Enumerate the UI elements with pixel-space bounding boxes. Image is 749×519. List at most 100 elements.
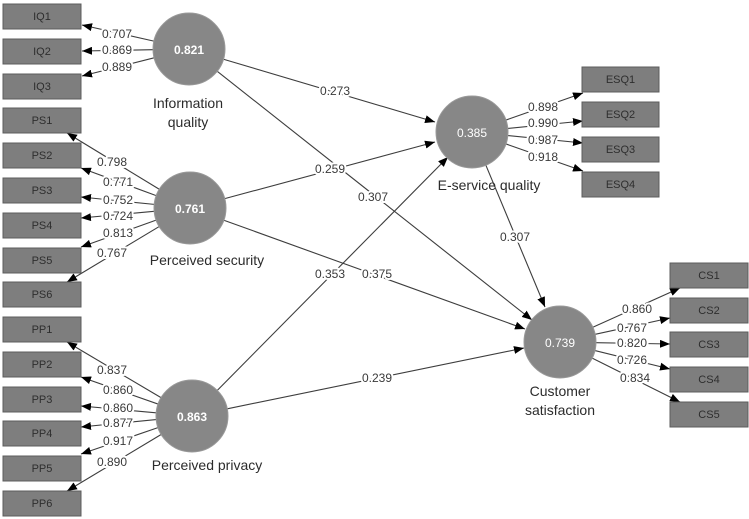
- construct-name-line: Information: [153, 95, 223, 111]
- indicator-box[interactable]: [2, 351, 82, 378]
- indicator-pp4[interactable]: PP4: [2, 420, 82, 447]
- indicator-pp2[interactable]: PP2: [2, 351, 82, 378]
- outer-loading-pp3: 0.860: [103, 401, 133, 415]
- construct-esq[interactable]: 0.385: [435, 95, 509, 169]
- construct-circle[interactable]: [435, 95, 509, 169]
- loading-arrow-ps3: [80, 194, 155, 205]
- path-arrow-esq-to-cs: [485, 165, 546, 308]
- construct-circle[interactable]: [153, 171, 227, 245]
- outer-loading-esq1: 0.898: [528, 100, 558, 114]
- indicator-box[interactable]: [2, 142, 82, 169]
- outer-loading-cs3: 0.820: [617, 336, 647, 350]
- outer-loading-ps1: 0.798: [97, 155, 127, 169]
- indicator-box[interactable]: [2, 316, 82, 343]
- indicator-ps6[interactable]: PS6: [2, 281, 82, 308]
- loading-arrow-ps5: [80, 219, 157, 248]
- indicator-cs5[interactable]: CS5: [669, 401, 749, 428]
- outer-loading-cs2: 0.767: [617, 321, 647, 335]
- indicator-box[interactable]: [669, 366, 749, 393]
- indicator-box[interactable]: [581, 101, 660, 128]
- outer-loading-iq1: 0.707: [102, 27, 132, 41]
- indicator-ps2[interactable]: PS2: [2, 142, 82, 169]
- indicator-iq1[interactable]: IQ1: [2, 3, 82, 30]
- indicator-esq4[interactable]: ESQ4: [581, 171, 660, 198]
- indicator-ps5[interactable]: PS5: [2, 247, 82, 274]
- construct-circle[interactable]: [155, 379, 229, 453]
- indicator-box[interactable]: [669, 262, 749, 289]
- indicator-label: PS1: [32, 115, 53, 127]
- indicator-label: IQ3: [33, 81, 51, 93]
- outer-loading-cs1: 0.860: [622, 302, 652, 316]
- indicator-ps1[interactable]: PS1: [2, 107, 82, 134]
- indicator-pp6[interactable]: PP6: [2, 490, 82, 517]
- loading-arrow-cs3: [595, 339, 671, 348]
- construct-cs[interactable]: 0.739: [523, 305, 597, 379]
- indicator-cs1[interactable]: CS1: [669, 262, 749, 289]
- indicator-label: ESQ2: [606, 109, 635, 121]
- indicator-label: PP1: [32, 324, 53, 336]
- indicator-cs3[interactable]: CS3: [669, 331, 749, 358]
- construct-pp[interactable]: 0.863: [155, 379, 229, 453]
- loading-arrow-ps1: [66, 132, 160, 190]
- indicator-box[interactable]: [581, 66, 660, 93]
- indicator-pp5[interactable]: PP5: [2, 455, 82, 482]
- indicator-box[interactable]: [669, 297, 749, 324]
- indicator-box[interactable]: [2, 107, 82, 134]
- construct-name-line: Perceived security: [150, 252, 264, 268]
- indicator-iq3[interactable]: IQ3: [2, 73, 82, 100]
- indicator-pp1[interactable]: PP1: [2, 316, 82, 343]
- indicator-box[interactable]: [2, 490, 82, 517]
- construct-value: 0.739: [545, 336, 575, 350]
- indicator-cs4[interactable]: CS4: [669, 366, 749, 393]
- path-arrow-iq-to-cs: [216, 70, 533, 321]
- loading-arrow-pp6: [66, 434, 162, 492]
- construct-iq[interactable]: 0.821: [152, 12, 226, 86]
- path-arrow-pp-to-esq: [216, 156, 449, 391]
- indicator-esq3[interactable]: ESQ3: [581, 136, 660, 163]
- outer-loading-ps4: 0.724: [103, 209, 133, 223]
- indicator-label: PP3: [32, 394, 53, 406]
- indicator-box[interactable]: [581, 136, 660, 163]
- construct-value: 0.761: [175, 202, 205, 216]
- outer-loading-pp4: 0.877: [103, 416, 133, 430]
- path-coefficient-iq-to-cs: 0.307: [358, 190, 388, 204]
- outer-loading-ps2: 0.771: [103, 175, 133, 189]
- indicator-box[interactable]: [2, 386, 82, 413]
- indicator-box[interactable]: [2, 212, 82, 239]
- indicator-iq2[interactable]: IQ2: [2, 38, 82, 65]
- indicator-label: PS3: [32, 185, 53, 197]
- construct-name-line: Perceived privacy: [152, 457, 263, 473]
- indicator-box[interactable]: [2, 281, 82, 308]
- indicator-box[interactable]: [669, 331, 749, 358]
- construct-ps[interactable]: 0.761: [153, 171, 227, 245]
- path-arrow-ps-to-cs: [223, 219, 526, 330]
- loading-arrow-pp4: [80, 419, 157, 430]
- indicator-box[interactable]: [2, 420, 82, 447]
- outer-loading-pp1: 0.837: [97, 363, 127, 377]
- indicator-box[interactable]: [2, 455, 82, 482]
- indicator-ps4[interactable]: PS4: [2, 212, 82, 239]
- indicator-label: IQ2: [33, 46, 51, 58]
- loading-arrow-cs2: [595, 316, 671, 335]
- indicator-box[interactable]: [2, 38, 82, 65]
- indicator-box[interactable]: [669, 401, 749, 428]
- indicator-box[interactable]: [2, 247, 82, 274]
- loading-arrow-pp3: [80, 402, 157, 414]
- indicator-box[interactable]: [2, 177, 82, 204]
- indicator-label: PP2: [32, 359, 53, 371]
- indicator-box[interactable]: [581, 171, 660, 198]
- indicator-esq2[interactable]: ESQ2: [581, 101, 660, 128]
- indicator-pp3[interactable]: PP3: [2, 386, 82, 413]
- construct-circle[interactable]: [152, 12, 226, 86]
- loading-arrow-esq2: [507, 118, 584, 129]
- indicator-label: PP5: [32, 463, 53, 475]
- indicator-label: ESQ4: [606, 179, 635, 191]
- indicator-esq1[interactable]: ESQ1: [581, 66, 660, 93]
- indicator-box[interactable]: [2, 3, 82, 30]
- indicator-ps3[interactable]: PS3: [2, 177, 82, 204]
- loading-arrow-ps4: [80, 210, 155, 222]
- construct-circle[interactable]: [523, 305, 597, 379]
- indicator-box[interactable]: [2, 73, 82, 100]
- indicator-cs2[interactable]: CS2: [669, 297, 749, 324]
- outer-loading-iq2: 0.869: [102, 43, 132, 57]
